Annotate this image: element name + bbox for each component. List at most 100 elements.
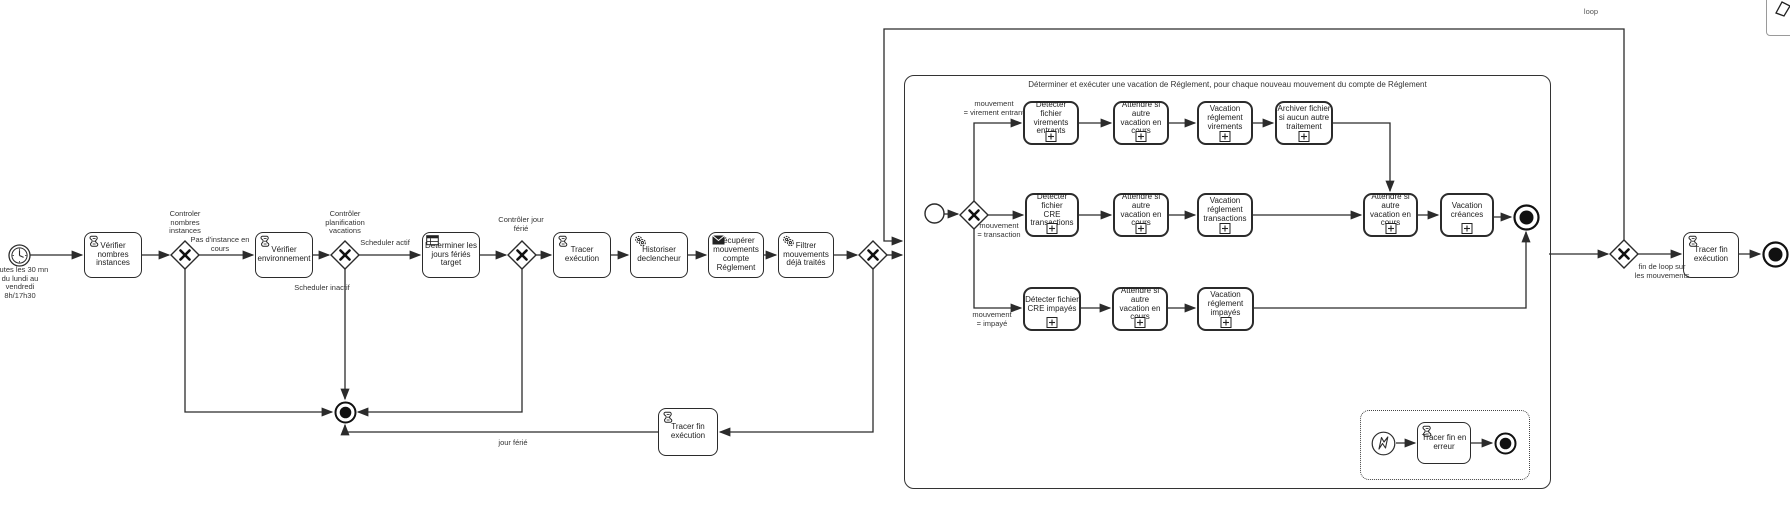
task-tracer-fin-execution-bas[interactable]: Tracer fin exécution bbox=[658, 408, 718, 456]
subprocess-vacation-virements[interactable]: Vacation réglement virements bbox=[1197, 101, 1253, 145]
task-label: Tracer fin exécution bbox=[670, 422, 706, 440]
task-label: Récupérer mouvements compte Réglement bbox=[713, 236, 759, 272]
subprocess-archiver-fichier[interactable]: Archiver fichier si aucun autre traiteme… bbox=[1275, 101, 1333, 145]
task-label: Filtrer mouvements déjà traités bbox=[783, 240, 829, 268]
task-verifier-nombres-instances[interactable]: Vérifier nombres instances bbox=[84, 232, 142, 278]
expand-marker-icon[interactable] bbox=[1046, 222, 1058, 234]
task-label: Tracer exécution bbox=[564, 245, 600, 263]
task-tracer-execution[interactable]: Tracer exécution bbox=[553, 232, 611, 278]
expand-marker-icon[interactable] bbox=[1461, 222, 1473, 234]
task-historiser-declencheur[interactable]: Historiser declencheur bbox=[630, 232, 688, 278]
label-jour-ferie: jour férié bbox=[498, 438, 528, 447]
task-label: Vérifier environnement bbox=[257, 245, 311, 263]
label-gateway-jour-ferie: Contrôler jour férié bbox=[498, 215, 544, 233]
script-icon bbox=[89, 235, 99, 247]
sequence-flow[interactable] bbox=[718, 269, 874, 437]
subprocess-title: Déterminer et exécuter une vacation de R… bbox=[1028, 80, 1427, 89]
subprocess-vacation-creances[interactable]: Vacation créances bbox=[1440, 193, 1494, 237]
subprocess-attendre-vacation-3[interactable]: Attendre si autre vacation en cours bbox=[1112, 286, 1168, 331]
final-terminate-end-event[interactable] bbox=[1762, 241, 1789, 273]
subprocess-detecter-impayes[interactable]: Détecter fichier CRE impayés bbox=[1023, 287, 1081, 331]
terminate-end-event[interactable] bbox=[334, 401, 357, 429]
task-determiner-jours-feries[interactable]: Déterminer les jours fériés target bbox=[422, 232, 480, 278]
subprocess-detecter-virements[interactable]: Détecter fichier virements entrants bbox=[1023, 100, 1079, 145]
task-label: Tracer fin exécution bbox=[1693, 245, 1729, 263]
sequence-flow[interactable] bbox=[1254, 230, 1531, 309]
gateway-controler-jour-ferie[interactable] bbox=[507, 240, 537, 275]
subprocess-vacation-transactions[interactable]: Vacation réglement transactions bbox=[1197, 193, 1253, 237]
receive-message-icon bbox=[712, 235, 725, 245]
error-start-event[interactable] bbox=[1371, 431, 1396, 461]
expand-marker-icon[interactable] bbox=[1220, 316, 1231, 328]
subprocess-vacation-impayes[interactable]: Vacation réglement impayés bbox=[1197, 287, 1254, 331]
label-mouvement-transaction: mouvement = transaction bbox=[977, 221, 1021, 239]
expand-marker-icon[interactable] bbox=[1298, 130, 1310, 142]
sequence-flow-jour-ferie[interactable] bbox=[356, 269, 523, 417]
label-scheduler-actif: Scheduler actif bbox=[360, 238, 410, 247]
task-filtrer-mouvements[interactable]: Filtrer mouvements déjà traités bbox=[778, 232, 834, 278]
task-label: Vacation réglement virements bbox=[1207, 104, 1243, 131]
service-gear-icon bbox=[783, 235, 794, 247]
label-scheduler-inactif: Scheduler inactif bbox=[294, 283, 350, 292]
expand-marker-icon[interactable] bbox=[1134, 316, 1146, 328]
gateway-dispatch[interactable] bbox=[858, 240, 888, 275]
error-icon bbox=[1371, 431, 1396, 456]
label-gateway-planification: Contrôler planification vacations bbox=[325, 209, 365, 236]
label-start-timer: Toutes les 30 mn du lundi au vendredi 8h… bbox=[0, 265, 49, 300]
loop-sequence-flow[interactable] bbox=[883, 28, 1625, 246]
expand-marker-icon[interactable] bbox=[1045, 130, 1057, 142]
service-gear-icon bbox=[635, 235, 646, 247]
label-mouvement-impaye: mouvement = impayé bbox=[972, 310, 1012, 328]
label-fin-de-loop: fin de loop sur les mouvements bbox=[1634, 262, 1690, 280]
task-recuperer-mouvements[interactable]: Récupérer mouvements compte Réglement bbox=[708, 232, 764, 278]
subprocess-terminate-end-event[interactable] bbox=[1513, 204, 1540, 236]
task-label: Vacation réglement impayés bbox=[1207, 290, 1244, 317]
expand-marker-icon[interactable] bbox=[1385, 222, 1396, 234]
label-gateway-controler-nombres: Controler nombres instances bbox=[169, 209, 201, 236]
script-icon bbox=[1422, 425, 1432, 437]
event-subprocess-erreur[interactable] bbox=[1360, 410, 1530, 480]
script-icon bbox=[558, 235, 568, 247]
task-label: Vacation créances bbox=[1450, 200, 1484, 219]
expand-marker-icon[interactable] bbox=[1219, 130, 1231, 142]
expand-marker-icon[interactable] bbox=[1135, 222, 1147, 234]
sequence-flow-virement[interactable] bbox=[973, 118, 1023, 201]
timer-icon bbox=[8, 244, 31, 267]
task-label: Archiver fichier si aucun autre traiteme… bbox=[1277, 104, 1331, 131]
label-mouvement-virement: mouvement = virement entrant bbox=[963, 99, 1025, 117]
task-tracer-fin-erreur[interactable]: Tracer fin en erreur bbox=[1417, 422, 1471, 464]
gateway-fin-loop[interactable] bbox=[1609, 239, 1639, 274]
subprocess-detecter-transactions[interactable]: Détecter fichier CRE transactions bbox=[1025, 192, 1079, 237]
task-verifier-environnement[interactable]: Vérifier environnement bbox=[255, 232, 313, 278]
subprocess-attendre-vacation-4[interactable]: Attendre si autre vacation en cours bbox=[1363, 192, 1418, 237]
label-loop: loop bbox=[1583, 7, 1599, 16]
viewport-button[interactable] bbox=[1766, 0, 1790, 36]
script-icon bbox=[663, 411, 673, 423]
task-label: Détecter fichier CRE impayés bbox=[1025, 294, 1079, 313]
expand-marker-icon[interactable] bbox=[1135, 130, 1147, 142]
subprocess-start-event[interactable] bbox=[924, 203, 945, 229]
task-tracer-fin-execution-droite[interactable]: Tracer fin exécution bbox=[1683, 232, 1739, 278]
business-rule-icon bbox=[426, 235, 439, 246]
gateway-controler-planification[interactable] bbox=[330, 240, 360, 275]
task-label: Tracer fin en erreur bbox=[1421, 433, 1467, 451]
sequence-flow[interactable] bbox=[1333, 122, 1395, 193]
script-icon bbox=[1688, 235, 1698, 247]
task-label: Vérifier nombres instances bbox=[96, 240, 130, 268]
gateway-controler-nombres-instances[interactable] bbox=[170, 240, 200, 275]
timer-start-event[interactable] bbox=[8, 244, 31, 272]
script-icon bbox=[260, 235, 270, 247]
sequence-flow[interactable] bbox=[184, 269, 334, 417]
error-terminate-end-event[interactable] bbox=[1494, 432, 1517, 460]
subprocess-attendre-vacation-2[interactable]: Attendre si autre vacation en cours bbox=[1113, 192, 1169, 237]
label-pas-instance: Pas d'instance en cours bbox=[190, 235, 250, 253]
sequence-flow-impaye[interactable] bbox=[973, 229, 1023, 313]
expand-marker-icon[interactable] bbox=[1046, 316, 1058, 328]
gateway-type-mouvement[interactable] bbox=[959, 200, 989, 235]
subprocess-attendre-vacation-1[interactable]: Attendre si autre vacation en cours bbox=[1113, 100, 1169, 145]
expand-marker-icon[interactable] bbox=[1219, 222, 1231, 234]
task-label: Déterminer les jours fériés target bbox=[424, 240, 477, 268]
sequence-flow[interactable] bbox=[340, 423, 658, 436]
